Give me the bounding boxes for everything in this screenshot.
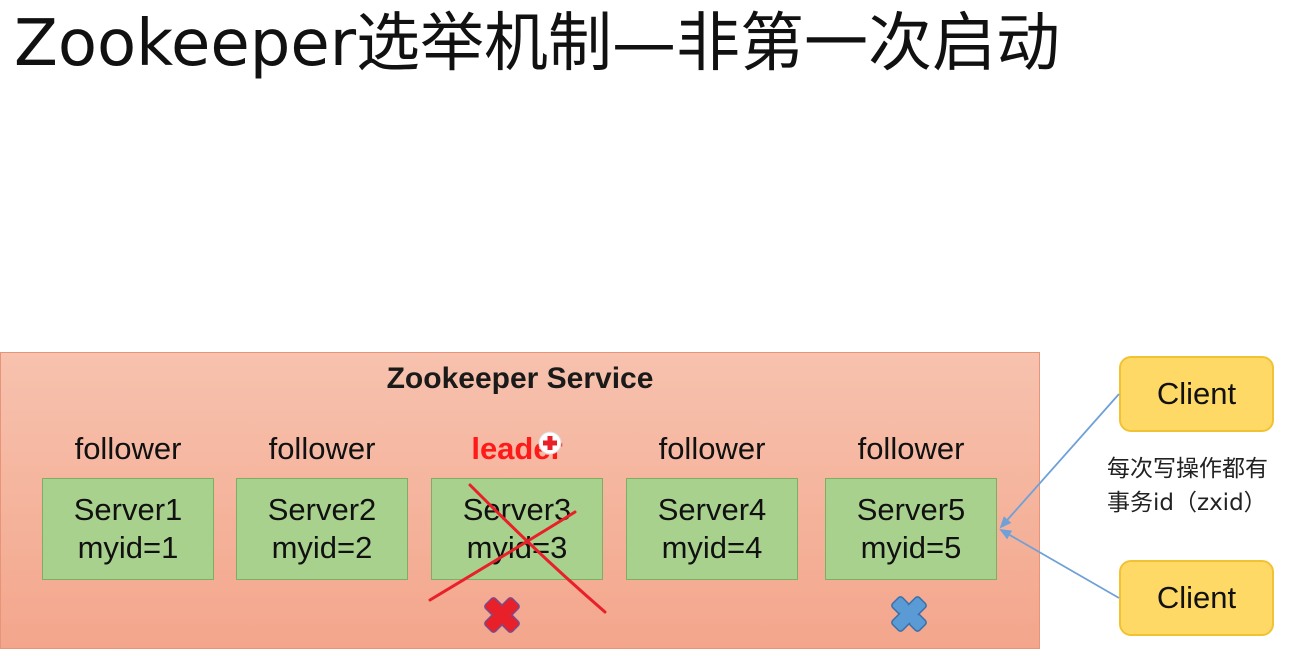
server3-name: Server3 [462, 492, 572, 527]
server3-role-label: leader [471, 431, 563, 466]
page-title: Zookeeper选举机制—非第一次启动 [14, 7, 1060, 81]
server2-role-label: follower [268, 431, 376, 466]
server1-myid: myid=1 [77, 530, 179, 565]
zxid-note-line2: 事务id（zxid） [1107, 490, 1267, 516]
server4-role-label: follower [658, 431, 766, 466]
server1-role-label: follower [74, 431, 182, 466]
server4-box: Server4 myid=4 [626, 478, 798, 580]
client-top: Client [1119, 356, 1274, 432]
server1-name: Server1 [73, 492, 183, 527]
service-title: Zookeeper Service [386, 362, 654, 395]
server5-role-label: follower [857, 431, 965, 466]
client-bottom: Client [1119, 560, 1274, 636]
server1-box: Server1 myid=1 [42, 478, 214, 580]
server2-name: Server2 [267, 492, 377, 527]
server2-myid: myid=2 [271, 530, 373, 565]
server4-myid: myid=4 [661, 530, 763, 565]
server3-myid: myid=3 [466, 530, 568, 565]
server5-myid: myid=5 [860, 530, 962, 565]
server5-box: Server5 myid=5 [825, 478, 997, 580]
zxid-note-line1: 每次写操作都有 [1107, 456, 1268, 482]
server3-box: Server3 myid=3 [431, 478, 603, 580]
server5-name: Server5 [856, 492, 966, 527]
zxid-note: 每次写操作都有 事务id（zxid） [1107, 452, 1268, 520]
server4-name: Server4 [657, 492, 767, 527]
server2-box: Server2 myid=2 [236, 478, 408, 580]
